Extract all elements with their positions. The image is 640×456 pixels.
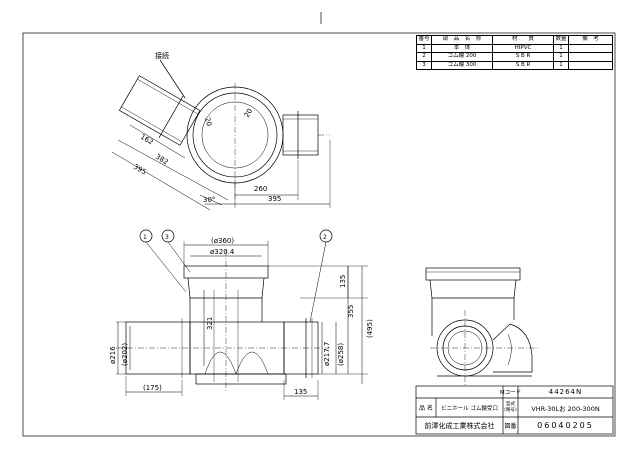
angled-pipe xyxy=(118,75,201,146)
dim-495: (495) xyxy=(366,319,374,338)
dim-162: 162 xyxy=(139,133,155,147)
company-name: 前澤化成工業株式会社 xyxy=(424,421,495,430)
cell-no: 3 xyxy=(416,60,432,70)
dim-320-4: ø320.4 xyxy=(210,248,235,256)
parts-col-material: 材 質 xyxy=(492,35,554,45)
cell-material: HIPVC xyxy=(492,43,554,53)
cell-qty: 1 xyxy=(553,52,569,62)
cell-no: 1 xyxy=(416,43,432,53)
top-view xyxy=(111,59,331,211)
parts-col-no: 番号 xyxy=(416,35,432,45)
dim-216: ø216 xyxy=(109,346,117,364)
zuban-label: 図番 xyxy=(504,423,517,430)
dim-395-left: 395 xyxy=(132,163,148,177)
label-sediki: 接続 xyxy=(155,51,169,60)
katashiki-label: 型式 (略号) xyxy=(504,401,517,413)
balloon-1-label: 1 xyxy=(143,234,147,241)
balloon-3-label: 3 xyxy=(165,234,169,241)
side-view xyxy=(425,267,540,386)
dim-135-bottom: 135 xyxy=(294,388,307,396)
side-top-socket xyxy=(425,267,521,281)
cell-material: S B R xyxy=(492,60,554,70)
right-socket xyxy=(282,114,319,156)
cell-no: 2 xyxy=(416,52,432,62)
dim-258: (ø258) xyxy=(337,343,345,366)
m-code-label: Mコード xyxy=(499,390,522,396)
cell-material: S B R xyxy=(492,52,554,62)
cell-name: ゴム輪 300 xyxy=(431,60,493,70)
name-label: 品 名 xyxy=(419,405,433,412)
cell-name: ゴム輪 200 xyxy=(431,52,493,62)
name-value: ビニホール ゴム輪受口 xyxy=(441,405,498,412)
dim-135-top: 135 xyxy=(339,275,347,288)
table-row: 2 ゴム輪 200 S B R 1 xyxy=(416,52,613,62)
dim-30deg: 30° xyxy=(203,196,215,204)
cell-name: 本 体 xyxy=(431,43,493,53)
dim-202: (ø202) xyxy=(121,343,129,366)
cell-note xyxy=(568,60,613,70)
parts-col-name: 部 品 名 称 xyxy=(431,35,493,45)
cell-qty: 1 xyxy=(553,60,569,70)
table-row: 1 本 体 HIPVC 1 xyxy=(416,43,613,53)
dim-20-b: 20 xyxy=(243,107,254,119)
front-view xyxy=(116,229,368,400)
dim-355: 355 xyxy=(347,305,355,318)
table-row: 3 ゴム輪 300 S B R 1 xyxy=(416,60,613,70)
dim-395-bottom: 395 xyxy=(268,195,281,203)
sheet-border xyxy=(22,32,616,437)
parts-col-qty: 数量 xyxy=(553,35,569,45)
dim-382: 382 xyxy=(154,153,170,167)
dim-175: (175) xyxy=(143,384,162,392)
parts-table-header: 番号 部 品 名 称 材 質 数量 備 考 xyxy=(416,35,613,45)
zuban-value: 06040205 xyxy=(537,421,594,430)
cell-note xyxy=(568,43,613,53)
dim-20-a: 20 xyxy=(203,116,213,127)
katashiki-value: VHR-30Lお 200-300N xyxy=(531,404,600,413)
dim-260: 260 xyxy=(254,185,267,193)
m-code-value: 44264N xyxy=(548,388,583,396)
parts-table: 番号 部 品 名 称 材 質 数量 備 考 1 本 体 HIPVC 1 2 ゴム… xyxy=(416,35,613,70)
title-block-frame xyxy=(415,385,614,435)
dim-360: (ø360) xyxy=(211,237,234,245)
dim-217-7: ø217.7 xyxy=(323,342,331,366)
parts-col-note: 備 考 xyxy=(568,35,613,45)
dim-321: 321 xyxy=(206,317,214,330)
cell-qty: 1 xyxy=(553,43,569,53)
cell-note xyxy=(568,52,613,62)
balloon-2-label: 2 xyxy=(323,234,327,241)
